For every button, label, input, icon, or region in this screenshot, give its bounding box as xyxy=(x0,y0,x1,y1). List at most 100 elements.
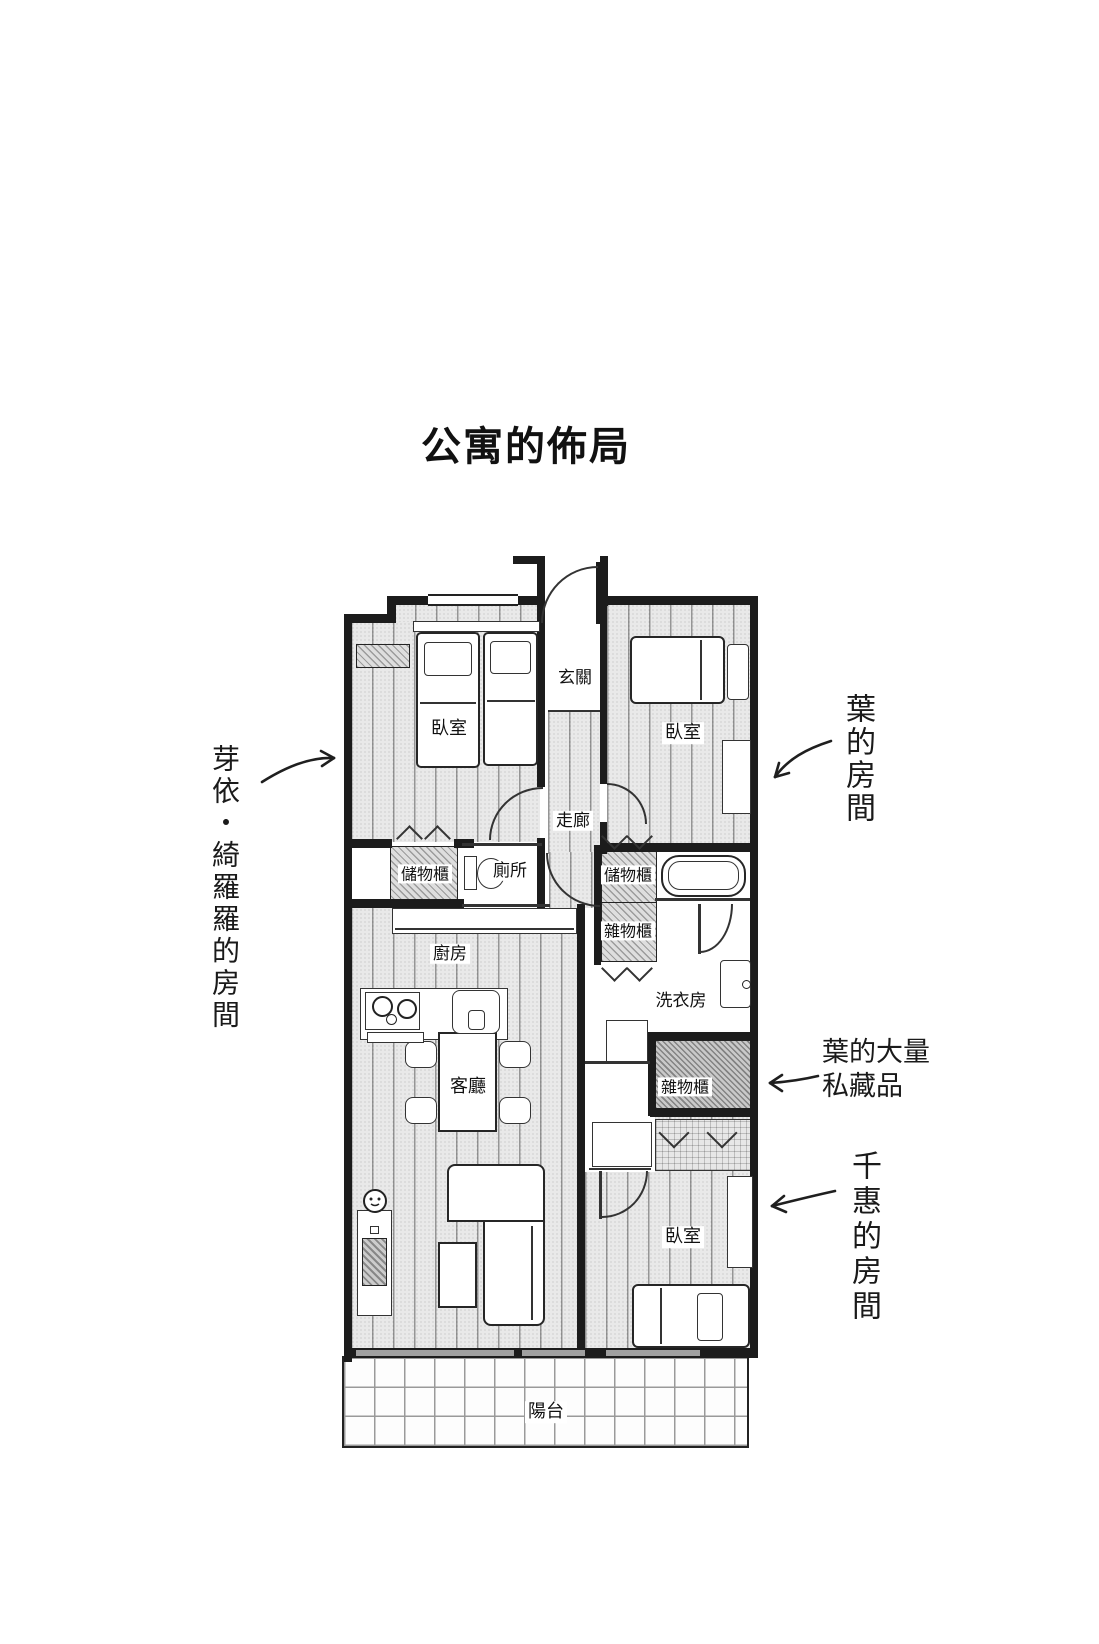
wall-thin xyxy=(462,904,550,907)
room-label-corridor: 走廊 xyxy=(553,810,593,832)
nook-line xyxy=(589,1168,651,1170)
blanket-line xyxy=(700,640,702,700)
wall-thin xyxy=(585,1061,650,1064)
nook-cabinet xyxy=(592,1122,652,1167)
wall xyxy=(537,556,545,787)
grill-tray xyxy=(367,1032,424,1043)
room-label-misc-cabinet: 雜物櫃 xyxy=(657,1077,713,1097)
bed xyxy=(632,1284,750,1348)
arrow-to-large-misc-cabinet-icon xyxy=(768,1074,820,1085)
coffee-table xyxy=(438,1242,477,1308)
wall xyxy=(387,596,396,619)
annotation-left-room: 芽依・綺羅羅的房間 xyxy=(208,744,241,1032)
room-label-balcony: 陽台 xyxy=(525,1401,567,1423)
wall-outer-left xyxy=(344,614,352,1362)
blanket-line xyxy=(487,700,535,702)
arrow-to-bottom-right-bedroom-icon xyxy=(770,1189,837,1208)
wall xyxy=(344,899,464,908)
room-label-storage: 儲物櫃 xyxy=(600,865,656,885)
room-label-misc-cabinet: 雜物櫃 xyxy=(600,921,656,941)
wall xyxy=(577,904,585,1358)
wall-thin xyxy=(462,843,542,846)
stove-burner xyxy=(372,996,393,1017)
pillow xyxy=(490,641,531,674)
bedroom-top-left-floor xyxy=(394,604,543,624)
wall-outer-right xyxy=(750,596,758,1358)
room-label-entrance: 玄關 xyxy=(555,667,595,689)
wall xyxy=(600,604,607,784)
kitchen-counter xyxy=(392,908,577,934)
wall xyxy=(513,556,545,564)
tv xyxy=(362,1238,387,1286)
room-label-bedroom: 臥室 xyxy=(662,1226,704,1248)
sliding-door xyxy=(606,1350,700,1356)
annotation-line: 私藏品 xyxy=(822,1071,903,1102)
annotation-bottom-right-room: 千惠的房間 xyxy=(846,1150,881,1325)
annotation-misc-collection: 葉的大量 私藏品 xyxy=(822,1036,930,1104)
window xyxy=(428,594,518,606)
wall xyxy=(648,1032,656,1116)
front-door-arc xyxy=(541,566,598,623)
bedroom-closet xyxy=(655,1119,752,1171)
wall xyxy=(516,596,544,605)
wall xyxy=(650,1108,758,1117)
room-label-kitchen: 廚房 xyxy=(430,943,470,965)
wall xyxy=(606,843,758,852)
blanket-line xyxy=(660,1288,662,1344)
entrance-step-line xyxy=(548,710,600,712)
pillow xyxy=(424,642,472,676)
stove-burner-small xyxy=(386,1014,397,1025)
chair xyxy=(499,1097,531,1124)
wall xyxy=(390,596,430,605)
counter-edge xyxy=(395,928,574,930)
toilet-tank xyxy=(464,856,477,890)
headboard-shelf xyxy=(413,621,540,632)
desk xyxy=(727,1176,753,1268)
desk xyxy=(722,740,751,814)
wall-clock xyxy=(363,1189,387,1213)
wall xyxy=(648,1032,758,1040)
pillow xyxy=(727,644,749,700)
sofa xyxy=(447,1164,545,1222)
page-title: 公寓的佈局 xyxy=(421,424,631,470)
window-sill xyxy=(356,644,410,668)
washer-knob xyxy=(742,980,751,989)
annotation-top-right-room: 葉的房間 xyxy=(840,693,875,825)
chair xyxy=(405,1097,437,1124)
arrow-to-left-bedroom-icon xyxy=(260,756,336,784)
annotation-line: 葉的大量 xyxy=(822,1037,930,1068)
wall xyxy=(344,614,396,623)
arrow-to-top-right-bedroom-icon xyxy=(773,739,833,779)
sofa-back-line xyxy=(531,1226,533,1320)
blanket-line xyxy=(420,702,476,704)
sliding-door xyxy=(522,1350,585,1356)
faucet xyxy=(468,1010,485,1030)
laundry-sink xyxy=(606,1020,648,1062)
wall xyxy=(600,556,608,606)
corridor-floor xyxy=(548,712,600,854)
stove-burner xyxy=(397,999,417,1019)
front-door-leaf xyxy=(596,562,601,624)
misc-cabinet-large xyxy=(655,1040,752,1110)
wall-thin xyxy=(655,898,750,901)
chair xyxy=(405,1041,437,1068)
sofa xyxy=(483,1220,545,1326)
sliding-door xyxy=(356,1350,514,1356)
wall xyxy=(600,822,607,854)
bedroom-door-leaf xyxy=(599,1171,602,1219)
room-label-bedroom: 臥室 xyxy=(428,718,470,740)
wall xyxy=(537,838,545,910)
room-label-laundry: 洗衣房 xyxy=(652,990,710,1012)
wall xyxy=(344,839,392,848)
bed xyxy=(630,636,725,704)
pillow xyxy=(697,1293,723,1341)
room-label-bedroom: 臥室 xyxy=(662,722,704,744)
room-label-toilet: 廁所 xyxy=(490,860,530,882)
chair xyxy=(499,1041,531,1068)
bathtub-inner xyxy=(668,861,739,890)
laundry-door-arc xyxy=(700,904,733,953)
wall xyxy=(600,596,758,605)
room-label-living: 客廳 xyxy=(447,1076,489,1098)
tv-knob xyxy=(370,1226,379,1234)
